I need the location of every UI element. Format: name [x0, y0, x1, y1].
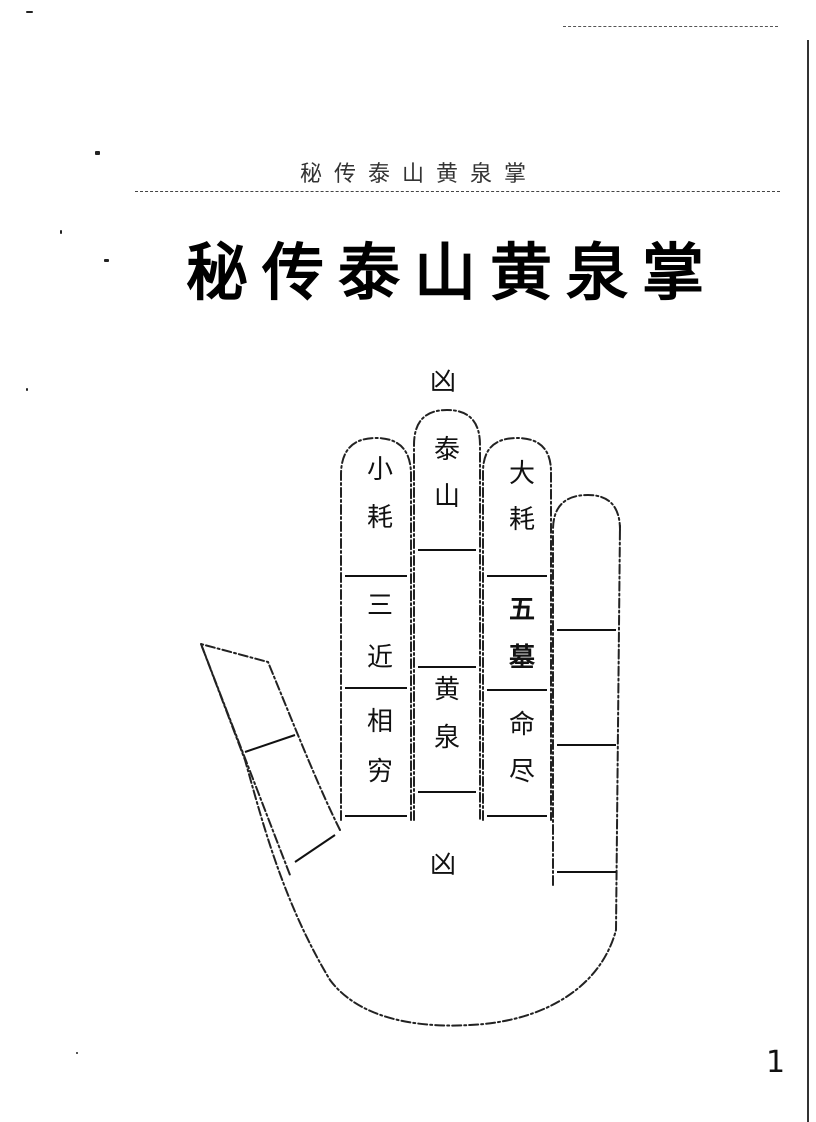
ring-finger-top-char-2: 耗: [509, 505, 535, 535]
little-finger-top-char-2: 耗: [367, 503, 393, 533]
ring-finger-bottom-char-1: 命: [509, 710, 535, 740]
middle-finger-top-char-1: 泰: [434, 435, 460, 465]
joint-lines: [244, 549, 616, 873]
page-number: 1: [766, 1045, 786, 1080]
ring-finger-middle-char-1: 五: [509, 595, 535, 625]
ring-finger-outline: [482, 436, 552, 821]
running-header: 秘传泰山黄泉掌: [300, 162, 539, 187]
scan-speck: [26, 11, 33, 13]
top-scan-rule: [563, 26, 778, 27]
little-finger-bottom-char-2: 穷: [367, 757, 393, 787]
ring-finger-middle-char-2: 墓: [508, 643, 536, 673]
little-finger-outline: [340, 436, 412, 821]
scan-speck: [76, 1052, 78, 1054]
little-finger-top-char-1: 小: [367, 455, 393, 485]
bottom-fortune-label: 凶: [430, 850, 456, 880]
page-title: 秘传泰山黄泉掌: [186, 236, 719, 309]
little-finger-middle-char-2: 近: [367, 643, 393, 673]
scan-speck: [60, 230, 62, 234]
scan-speck: [104, 259, 109, 262]
header-rule: [135, 191, 780, 192]
hand-outline: [199, 408, 621, 1027]
scan-speck: [26, 388, 28, 391]
palm-outline: [199, 524, 621, 1027]
middle-finger-outline: [413, 408, 481, 821]
top-fortune-label: 凶: [430, 367, 456, 397]
ring-finger-top-char-1: 大: [509, 459, 535, 489]
thumb-inner-outline: [200, 643, 291, 876]
scan-speck: [95, 151, 100, 155]
ring-finger-bottom-char-2: 尽: [509, 757, 535, 787]
middle-finger-bottom-char-2: 泉: [434, 723, 460, 753]
little-finger-middle-char-1: 三: [367, 591, 393, 621]
right-margin-rule: [807, 40, 809, 1122]
index-finger-outline: [552, 493, 621, 886]
middle-finger-top-char-2: 山: [434, 482, 460, 512]
middle-finger-bottom-char-1: 黄: [434, 675, 460, 705]
little-finger-bottom-char-1: 相: [367, 707, 393, 737]
